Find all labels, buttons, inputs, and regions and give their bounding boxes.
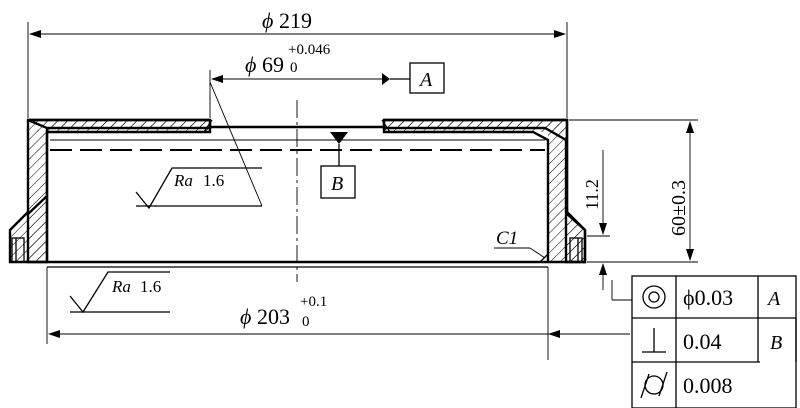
- dim-outer-dia: ϕ 219: [27, 8, 568, 118]
- tolerance-frame: ϕ0.03 A 0.04 B 0.008: [611, 275, 797, 408]
- left-slot: [11, 237, 25, 263]
- bore-chamfer-right: [381, 119, 391, 133]
- right-slot: [569, 237, 583, 263]
- right-wall-fill: [548, 130, 567, 262]
- roughness-bore-leader: [209, 81, 263, 207]
- chamfer-corner: [539, 253, 549, 263]
- base-dia-symbol: ϕ: [240, 304, 251, 329]
- tol-2-value: 0.04: [683, 329, 722, 354]
- chamfer-callout: C1: [494, 228, 546, 259]
- dim-bore-dia: A ϕ 69 +0.046 0: [209, 42, 445, 118]
- tol-1-value: ϕ0.03: [683, 285, 733, 310]
- datum-b: B: [320, 132, 356, 199]
- top-plate-left: [28, 120, 210, 132]
- chamfer-label: C1: [496, 228, 518, 249]
- datum-a-label: A: [418, 69, 433, 91]
- roughness-base-symbol: [69, 271, 170, 314]
- left-wall-section: [26, 118, 212, 264]
- datum-b-label: B: [331, 173, 343, 195]
- base-dia-lower: 0: [302, 314, 310, 330]
- bore-chamfer-left: [203, 119, 213, 133]
- step-label: 11.2: [582, 179, 602, 210]
- roughness-1-prefix: Ra: [173, 171, 193, 190]
- part-section: [8, 118, 587, 268]
- outer-dia-value: 219: [279, 8, 312, 33]
- dim-step: 11.2: [582, 150, 610, 290]
- datum-b-triangle: [330, 132, 348, 144]
- tol-1-datum: A: [766, 288, 781, 310]
- roughness-bore-symbol: [135, 167, 262, 210]
- roughness-base: Ra 1.6: [69, 271, 170, 314]
- roughness-bore: Ra 1.6: [135, 81, 263, 210]
- dim-height: 60±0.3: [569, 119, 698, 263]
- roughness-2-value: 1.6: [140, 277, 161, 296]
- bore-dia-value: 69: [262, 52, 284, 77]
- base-arrow-right: [548, 330, 560, 338]
- roughness-2-prefix: Ra: [111, 277, 131, 296]
- outer-dia-symbol: ϕ: [262, 8, 273, 33]
- bore-dia-lower: 0: [290, 60, 298, 76]
- left-wall-fill: [28, 130, 47, 262]
- inner-contour: [45, 120, 550, 262]
- bore-dia-upper: +0.046: [288, 42, 331, 58]
- bore-dia-symbol: ϕ: [245, 52, 256, 77]
- base-dia-value: 203: [257, 304, 290, 329]
- tol-3-value: 0.008: [683, 373, 733, 398]
- perpendicularity-icon: [642, 328, 666, 353]
- tol-2-datum: B: [770, 332, 782, 354]
- datum-a-box: [409, 62, 445, 94]
- concentricity-icon: [642, 285, 666, 309]
- roughness-1-value: 1.6: [203, 171, 224, 190]
- dim-base-dia: ϕ 203 +0.1 0: [46, 267, 630, 360]
- datum-a-triangle: [382, 73, 390, 85]
- height-label: 60±0.3: [668, 180, 690, 236]
- base-dia-upper: +0.1: [300, 294, 327, 310]
- chamfer-leader-2: [529, 247, 546, 259]
- cylindricity-icon: [640, 371, 668, 399]
- top-plate-right: [384, 120, 567, 132]
- datum-b-box: [320, 165, 356, 199]
